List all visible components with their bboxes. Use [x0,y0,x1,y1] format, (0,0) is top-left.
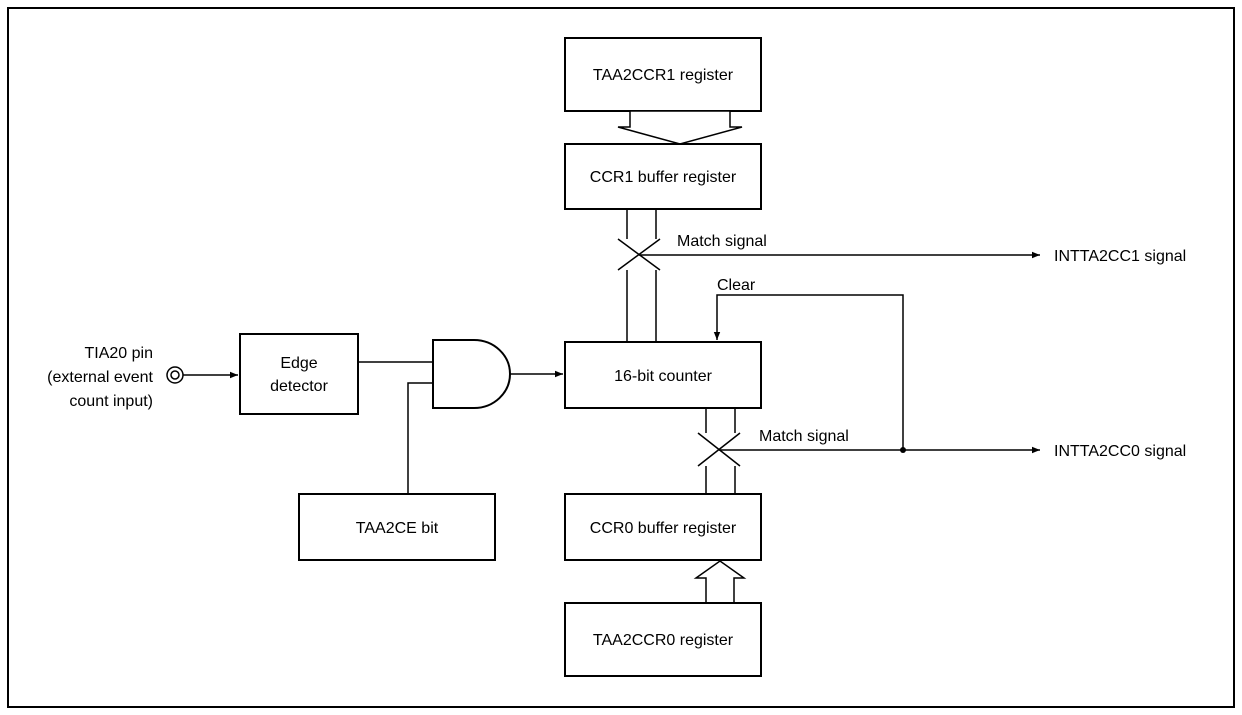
input-pin-label-line-1: TIA20 pin [85,345,153,362]
pin-symbol-icon [166,366,184,384]
edge-detector-label-line-2: detector [270,378,328,395]
match-signal-upper-label: Match signal [677,233,767,250]
counter-label: 16-bit counter [614,368,713,385]
diagram-frame [7,7,1235,708]
taa2ccr1-register-block: TAA2CCR1 register [564,37,762,112]
ccr1-buffer-register-label: CCR1 buffer register [590,169,737,186]
ccr1-compare-bus [617,209,661,342]
transfer-arrow-ccr1 [617,110,743,145]
and-gate-icon [432,339,511,409]
enable-to-and-line [407,382,433,494]
counter-block: 16-bit counter [564,341,762,409]
taa2ccr1-register-label: TAA2CCR1 register [593,67,734,84]
input-pin-label-line-2: (external event [47,369,153,386]
intta2cc1-signal-label: INTTA2CC1 signal [1054,248,1186,265]
ccr1-buffer-register-block: CCR1 buffer register [564,143,762,210]
taa2ccr0-register-label: TAA2CCR0 register [593,632,734,649]
taa2ce-bit-label: TAA2CE bit [356,520,439,537]
input-pin-label: TIA20 pin (external event count input) [47,345,153,410]
intta2cc0-signal-label: INTTA2CC0 signal [1054,443,1186,460]
taa2ccr0-register-block: TAA2CCR0 register [564,602,762,677]
transfer-arrow-ccr0 [693,560,747,604]
match-signal-lower-label: Match signal [759,428,849,445]
ccr0-buffer-register-block: CCR0 buffer register [564,493,762,561]
edge-detector-label-line-1: Edge [280,355,317,372]
ccr0-buffer-register-label: CCR0 buffer register [590,520,737,537]
ccr0-compare-bus [697,408,741,494]
clear-feedback-line [713,294,904,450]
taa2ce-bit-block: TAA2CE bit [298,493,496,561]
edge-detector-block: Edge detector [239,333,359,415]
clear-label: Clear [717,277,756,294]
input-pin-label-line-3: count input) [69,393,153,410]
junction-dot [900,447,906,453]
